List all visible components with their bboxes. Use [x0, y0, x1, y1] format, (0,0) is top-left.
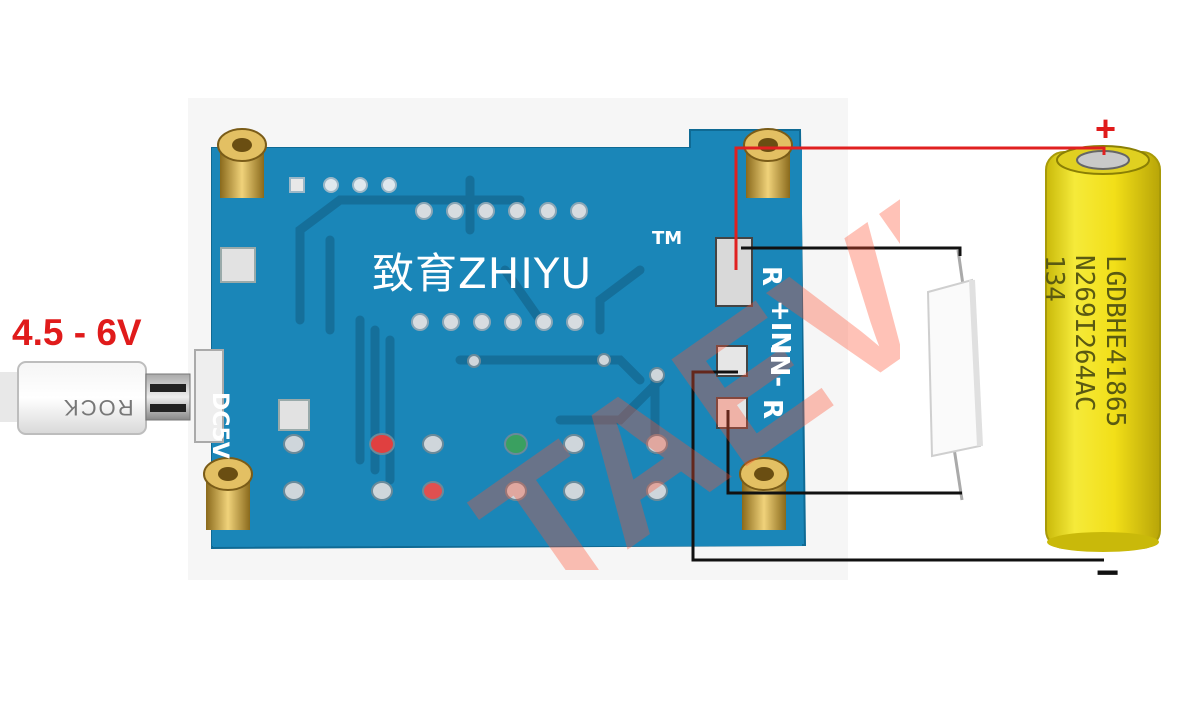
usb-brand-logo: ROCK: [62, 395, 134, 420]
brass-standoff-top-left: [217, 128, 267, 198]
voltage-label: 4.5 - 6V: [12, 312, 142, 353]
battery-minus-sign: −: [1096, 551, 1120, 595]
trademark-mark: TM: [652, 228, 683, 249]
pin-label-r-top: R: [756, 266, 786, 287]
wire-positive: [734, 146, 1106, 270]
power-label: DC5V: [207, 392, 232, 459]
brass-standoff-top-right: [743, 128, 793, 198]
battery-label-line2: N269I264AC 134: [1039, 255, 1099, 412]
pin-label-r-bottom: R: [757, 399, 787, 420]
battery-plus-sign: +: [1095, 108, 1117, 149]
brass-standoff-bottom-left: [203, 457, 253, 530]
pcb-board: [194, 129, 807, 550]
brass-standoff-bottom-right: [739, 457, 789, 530]
board-brand: 致育ZHIYU: [372, 249, 593, 298]
usb-cable: [0, 361, 191, 435]
pin-label-in-minus: IN-: [764, 345, 794, 388]
battery-label-line1: LGDBHE41865: [1100, 255, 1130, 428]
ceramic-resistor: [926, 249, 983, 501]
wire-negative: [691, 246, 1104, 562]
